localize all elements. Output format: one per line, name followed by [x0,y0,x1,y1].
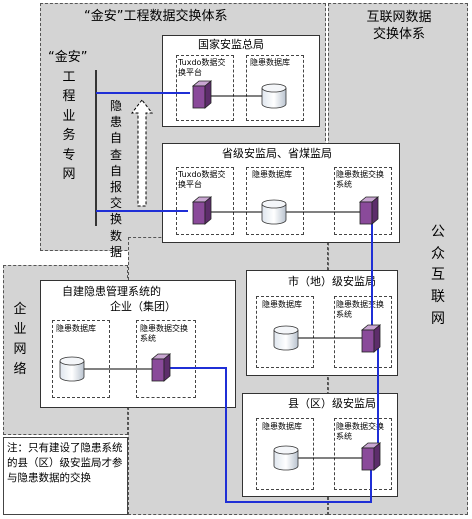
internet-system-title-line1: 互联网数据 [366,10,432,25]
hazard-report-arrow [130,99,154,207]
national-database-label: 隐患数据库 [250,58,290,67]
enterprise-database-label: 隐患数据库 [56,324,96,333]
database-icon-provincial [261,199,287,225]
jinan-system-title: “金安”工程数据交换体系 [84,9,228,24]
national-bureau-title: 国家安监总局 [198,38,264,51]
city-database-label: 隐患数据库 [262,300,302,309]
provincial-exchange-label: 隐患数据交换系统 [336,170,384,190]
city-exchange-label: 隐患数据交换系统 [336,300,384,320]
county-bureau-title: 县（区）级安监局 [288,397,376,410]
internet-system-title-line2: 交换体系 [372,26,425,42]
enterprise-network-label: 企业网络 [13,302,27,378]
enterprise-title-line2: 企业（集团） [110,300,176,313]
provincial-database-label: 隐患数据库 [252,170,292,179]
hazard-report-label: 隐患自查自报交换数据 [109,99,122,259]
national-platform-label: Tuxdo数据交换平台 [178,58,226,78]
note-box [3,437,128,515]
server-icon-city [360,324,382,353]
server-icon-county [360,442,382,471]
county-exchange-label: 隐患数据交换系统 [336,422,384,442]
database-icon-national [261,83,287,109]
public-internet-label: 公众互联网 [431,224,445,327]
database-icon-enterprise [59,356,85,382]
server-icon-national [191,80,213,109]
database-icon-county [273,445,299,471]
enterprise-title-line1: 自建隐患管理系统的 [62,285,161,298]
server-icon-provincial-platform [191,196,213,225]
link-enterprise-to-county [162,367,372,503]
server-icon-enterprise [150,353,172,382]
county-database-label: 隐患数据库 [262,422,302,431]
private-network-label: “金安”工程业务专网 [48,50,88,182]
provincial-platform-label: Tuxdo数据交换平台 [178,170,226,190]
note-text: 注：只有建设了隐患系统的县（区）级安监局才参与隐患数据的交换 [7,442,123,485]
enterprise-exchange-label: 隐患数据交换系统 [140,324,188,344]
provincial-bureau-title: 省级安监局、省煤监局 [222,147,332,160]
database-icon-city [273,325,299,351]
city-bureau-title: 市（地）级安监局 [288,275,376,288]
internet-system-title: 互联网数据 交换体系 [336,10,462,44]
server-icon-provincial-exchange [358,196,380,225]
